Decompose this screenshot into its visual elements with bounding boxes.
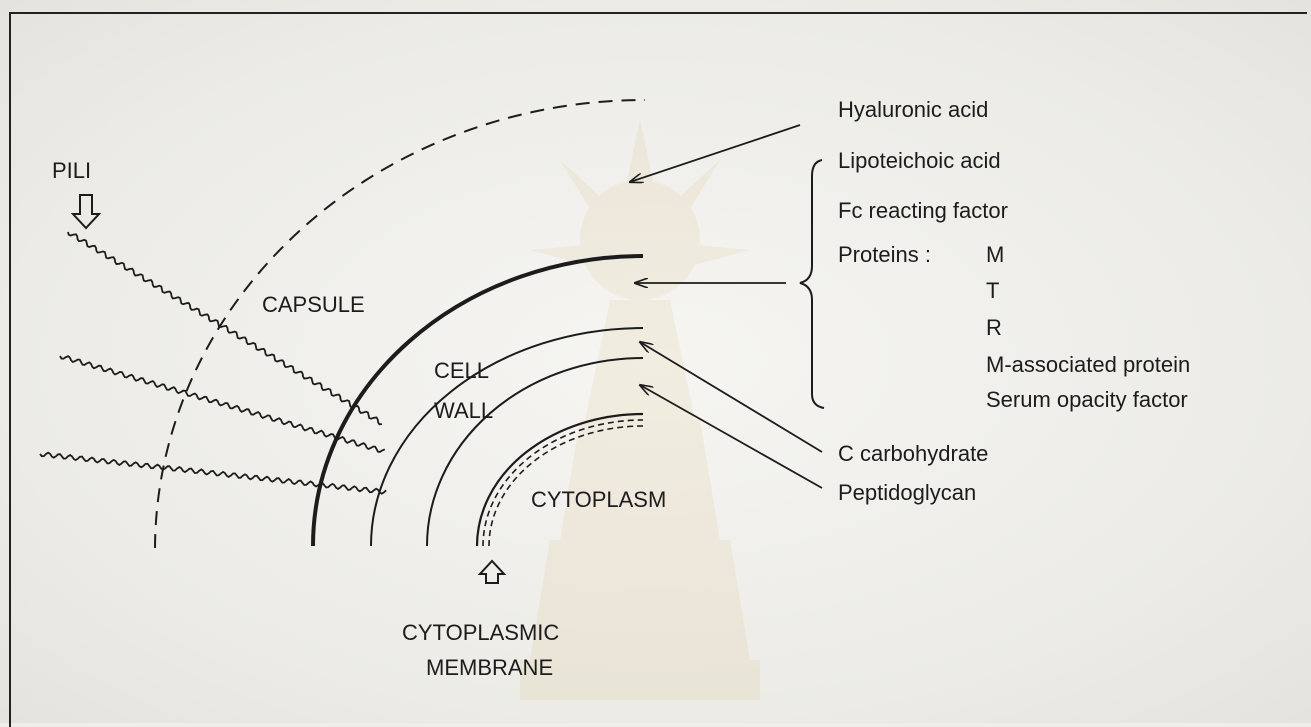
- m-associated-protein-label: M-associated protein: [986, 352, 1190, 377]
- hyaluronic-acid-label: Hyaluronic acid: [838, 97, 988, 122]
- pili-pointer-icon: [73, 195, 99, 228]
- pili-label: PILI: [52, 158, 91, 183]
- pilus-1: [68, 232, 382, 424]
- c-carbohydrate-label: C carbohydrate: [838, 441, 988, 466]
- wall-label: WALL: [434, 398, 493, 423]
- cytoplasmic-membrane-outer: [477, 414, 643, 546]
- hyaluronic-acid-arrow: [630, 125, 800, 182]
- peptidoglycan-label: Peptidoglycan: [838, 480, 976, 505]
- proteins-label: Proteins :: [838, 242, 931, 267]
- lipoteichoic-acid-label: Lipoteichoic acid: [838, 148, 1001, 173]
- cytoplasm-label: CYTOPLASM: [531, 487, 666, 512]
- component-group-brace: [800, 160, 824, 408]
- capsule-label: CAPSULE: [262, 292, 365, 317]
- cell-label: CELL: [434, 358, 489, 383]
- cytoplasmic-membrane-inner: [489, 426, 643, 546]
- cytoplasmic-membrane-middle: [483, 420, 643, 546]
- protein-m-label: M: [986, 242, 1004, 267]
- protein-t-label: T: [986, 278, 999, 303]
- membrane-pointer-icon: [480, 561, 504, 583]
- pilus-3: [40, 453, 386, 494]
- serum-opacity-factor-label: Serum opacity factor: [986, 387, 1188, 412]
- capsule-boundary: [155, 100, 645, 548]
- protein-r-label: R: [986, 315, 1002, 340]
- fc-reacting-factor-label: Fc reacting factor: [838, 198, 1008, 223]
- cytoplasmic-label: CYTOPLASMIC: [402, 620, 559, 645]
- membrane-label: MEMBRANE: [426, 655, 553, 680]
